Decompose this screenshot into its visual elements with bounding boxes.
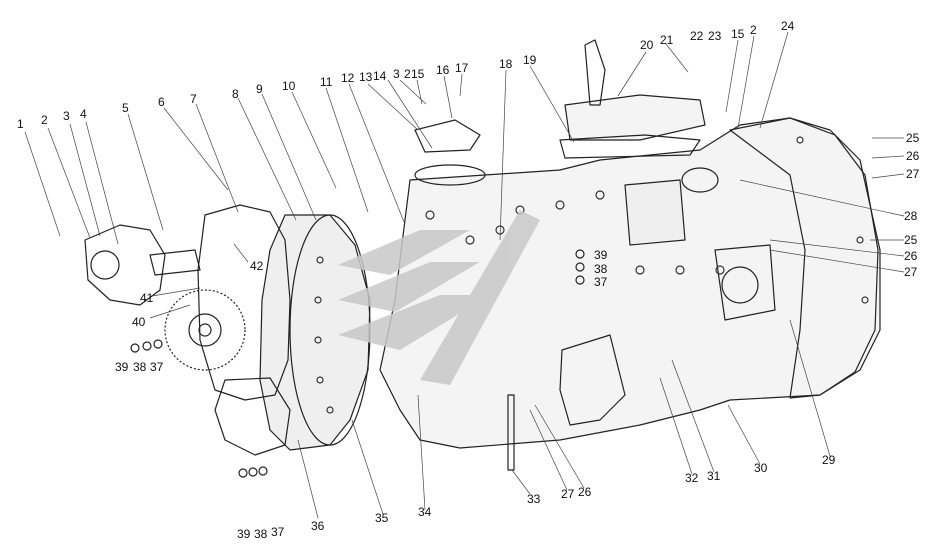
callout-label: 15 <box>731 27 745 41</box>
callout-label: 22 <box>690 29 704 43</box>
washer-set-upper <box>130 339 163 353</box>
callout-label: 2 <box>404 67 411 81</box>
callout-label: 38 <box>133 360 147 374</box>
callout-label: 3 <box>393 67 400 81</box>
callout-label: 39 <box>237 527 251 541</box>
inspection-cover <box>559 334 626 426</box>
callout-label: 25 <box>906 131 920 145</box>
callout-label: 35 <box>375 511 389 525</box>
callout-label: 36 <box>311 519 325 533</box>
callout-label: 31 <box>707 469 721 483</box>
callout-label: 37 <box>594 275 608 289</box>
callout-label: 14 <box>373 69 387 83</box>
callout-label: 40 <box>132 315 146 329</box>
logo-watermark-icon <box>338 210 540 385</box>
callout-label: 16 <box>436 63 450 77</box>
callout-label: 9 <box>256 82 263 96</box>
callout-label: 34 <box>418 505 432 519</box>
pump-body <box>84 224 166 306</box>
callout-label: 26 <box>904 249 918 263</box>
callout-label: 18 <box>499 57 513 71</box>
callout-label: 2 <box>750 23 757 37</box>
leader-lines <box>24 31 905 519</box>
callout-label: 27 <box>906 167 920 181</box>
callout-label: 25 <box>904 233 918 247</box>
shift-cover <box>564 94 706 141</box>
callout-label: 23 <box>708 29 722 43</box>
callout-label: 32 <box>685 471 699 485</box>
top-gasket <box>414 164 486 186</box>
callout-label: 27 <box>561 487 575 501</box>
callout-label: 38 <box>594 262 608 276</box>
side-flange <box>714 244 776 321</box>
callout-label: 8 <box>232 87 239 101</box>
callout-label: 29 <box>822 453 836 467</box>
callout-label: 2 <box>41 113 48 127</box>
flywheel-hub <box>188 313 222 347</box>
long-bolt <box>507 394 515 471</box>
bell-housing-right <box>729 117 879 399</box>
gearbox-body <box>379 117 881 449</box>
flywheel-ring <box>164 289 246 371</box>
washer-set-right <box>575 249 585 285</box>
callout-label: 3 <box>63 109 70 123</box>
callout-label: 26 <box>906 149 920 163</box>
callout-label: 24 <box>781 19 795 33</box>
callout-label: 42 <box>250 259 264 273</box>
callout-label: 11 <box>320 75 333 89</box>
washer-set-lower <box>238 466 268 478</box>
callout-label: 15 <box>411 67 425 81</box>
callout-label: 30 <box>754 461 768 475</box>
callout-label: 20 <box>640 38 654 52</box>
callout-label: 38 <box>254 527 268 541</box>
side-port <box>721 266 759 304</box>
top-plate <box>414 119 481 153</box>
callout-label: 37 <box>150 360 164 374</box>
breather <box>681 167 719 193</box>
callout-label: 27 <box>904 265 918 279</box>
callout-label: 33 <box>527 492 541 506</box>
callout-label: 13 <box>359 70 373 84</box>
callout-label: 4 <box>80 107 87 121</box>
callout-label: 10 <box>282 79 296 93</box>
shift-gasket <box>559 134 701 159</box>
callout-label: 28 <box>904 209 918 223</box>
bolt-pattern <box>314 136 869 414</box>
pto-cover <box>624 179 686 246</box>
pump-flange <box>90 250 120 280</box>
shift-lever <box>584 39 606 106</box>
callout-label: 21 <box>660 33 674 47</box>
callout-label: 39 <box>115 360 129 374</box>
callout-label: 26 <box>578 485 592 499</box>
callout-label: 7 <box>190 92 197 106</box>
lower-bell <box>214 377 291 456</box>
callout-label: 41 <box>140 291 154 305</box>
callout-label: 37 <box>271 525 285 539</box>
callout-label: 6 <box>158 95 165 109</box>
pump-shaft <box>149 249 201 276</box>
callout-label: 19 <box>523 53 537 67</box>
callout-label: 12 <box>341 71 355 85</box>
callout-label: 1 <box>17 117 24 131</box>
flywheel-center <box>198 323 212 337</box>
callout-label: 5 <box>122 101 129 115</box>
callout-label: 39 <box>594 248 608 262</box>
callout-label: 17 <box>455 61 469 75</box>
